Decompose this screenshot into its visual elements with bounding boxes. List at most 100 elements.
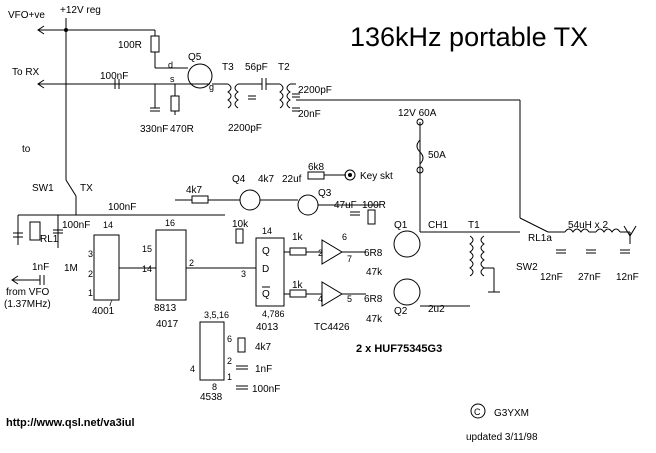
vfo-ve-label: VFO+ve bbox=[8, 10, 45, 21]
terminal-icon bbox=[416, 166, 424, 174]
resistor-100r bbox=[150, 35, 160, 53]
pin-label: 7 bbox=[347, 254, 352, 264]
t1-primary-coil-icon bbox=[469, 235, 474, 277]
junction-dot bbox=[64, 28, 68, 32]
sw1-label: SW1 bbox=[32, 183, 54, 194]
r1ka-label: 1k bbox=[292, 232, 304, 243]
driver-buffer-a-icon bbox=[321, 239, 343, 265]
resistor-4k7 bbox=[191, 195, 209, 204]
q2-mosfet-icon bbox=[393, 278, 421, 306]
supply-rail-section: VFO+ve +12V reg To RX to SW1 TX bbox=[8, 5, 210, 215]
q5-transistor-icon bbox=[187, 63, 213, 89]
pin-label: 5 bbox=[347, 294, 352, 304]
counter-4017-section: 8813 4017 16 15 14 2 bbox=[119, 218, 240, 330]
supply-label: 12V 60A bbox=[398, 108, 437, 119]
author-label: G3YXM bbox=[494, 408, 529, 419]
r47ka-label: 47k bbox=[366, 267, 383, 278]
q5-stage: 100R Q5 d s g 100nF 330nF 470R bbox=[100, 30, 228, 135]
q5-label: Q5 bbox=[188, 52, 202, 63]
chip-4017-label: 4017 bbox=[156, 319, 179, 330]
r4k7c-label: 4k7 bbox=[255, 342, 272, 353]
from-vfo-label: from VFO bbox=[6, 287, 50, 298]
chip-4017-body bbox=[155, 229, 187, 301]
vfo-input-arrow-icon bbox=[11, 275, 19, 285]
r1kb-label: 1k bbox=[292, 280, 304, 291]
c22uf-label: 22uf bbox=[282, 174, 302, 185]
chip-4013-body bbox=[255, 237, 285, 307]
resistor-100r-b bbox=[367, 209, 376, 225]
r6r8a-label: 6R8 bbox=[364, 248, 383, 259]
pin-label: 4 bbox=[318, 294, 323, 304]
copyright-icon bbox=[470, 403, 486, 419]
schematic-title: 136kHz portable TX bbox=[350, 22, 588, 52]
c100nfb-label: 100nF bbox=[252, 384, 280, 395]
r10k-label: 10k bbox=[232, 219, 249, 230]
chip-4538-body bbox=[199, 321, 225, 381]
monostable-4538-section: 4538 3,5,16 6 4 2 1 8 4k7 1nF 100nF bbox=[190, 310, 280, 403]
q5-d-label: d bbox=[168, 60, 173, 70]
updated-label: updated 3/11/98 bbox=[466, 432, 538, 443]
chip-4538-label: 4538 bbox=[200, 392, 223, 403]
q1-label: Q1 bbox=[394, 220, 408, 231]
q4-label: Q4 bbox=[232, 174, 246, 185]
pin-label: 4,786 bbox=[262, 309, 285, 319]
t2-label: T2 bbox=[278, 62, 290, 73]
chip-4013-label: 4013 bbox=[256, 322, 279, 333]
pin-label: 6 bbox=[227, 334, 232, 344]
key-socket-icon bbox=[344, 169, 356, 181]
pin-label: 6 bbox=[342, 232, 347, 242]
pin-label: 3,5,16 bbox=[204, 310, 229, 320]
q4-transistor-icon bbox=[239, 189, 261, 211]
ch1-label: CH1 bbox=[428, 220, 448, 231]
rx-arrow-icon bbox=[37, 79, 45, 89]
chip-tc4426-label: TC4426 bbox=[314, 322, 350, 333]
key-skt-label: Key skt bbox=[360, 171, 393, 182]
pin-label: 2 bbox=[88, 269, 93, 279]
d-input-label: D bbox=[262, 264, 269, 275]
c12nfb-label: 12nF bbox=[616, 272, 639, 283]
r47kb-label: 47k bbox=[366, 314, 383, 325]
pin-label: 2 bbox=[227, 356, 232, 366]
r100r-label: 100R bbox=[118, 40, 142, 51]
resistor-1k-b bbox=[289, 289, 307, 298]
pin-label: 8 bbox=[212, 382, 217, 392]
antenna-icon bbox=[623, 225, 637, 237]
resistor-4k7-c bbox=[237, 337, 246, 353]
pin-label: 1 bbox=[227, 372, 232, 382]
driver-tc4426-section: 2 6 7 4 5 TC4426 6R8 6R8 47k 47k bbox=[306, 232, 383, 333]
vfo-arrow-icon bbox=[37, 25, 45, 35]
reg-label: +12V reg bbox=[60, 5, 101, 16]
mosfet-note: 2 x HUF75345G3 bbox=[356, 343, 442, 355]
pin-label: 2 bbox=[318, 248, 323, 258]
output-stage-section: 12V 60A 50A Q1 Q2 CH1 T1 2u2 SW2 bbox=[393, 108, 538, 317]
pin-label: 1 bbox=[88, 288, 93, 298]
input-section: RL1 100nF 100nF 1nF 1M from VFO (1.37MHz… bbox=[4, 202, 225, 317]
pin-label: 7 bbox=[108, 298, 113, 308]
flipflop-4013-section: 10k 14 3 Q D Q 4,786 4013 1k 1k bbox=[232, 219, 307, 333]
chip-4001-body bbox=[93, 234, 120, 301]
t3-coil-icon bbox=[227, 83, 232, 109]
c2200pf-b-label: 2200pF bbox=[228, 123, 262, 134]
pin-label: 14 bbox=[103, 220, 113, 230]
rl1-label: RL1 bbox=[40, 234, 59, 245]
c2200pf-a-label: 2200pF bbox=[298, 85, 332, 96]
pin-label: 4 bbox=[190, 364, 195, 374]
sw2-label: SW2 bbox=[516, 262, 538, 273]
copyright-symbol: C bbox=[474, 407, 481, 417]
c56pf-label: 56pF bbox=[245, 62, 268, 73]
r1m-label: 1M bbox=[64, 263, 78, 274]
q5-s-label: s bbox=[170, 74, 175, 84]
output-filter-section: RL1a 54uH x 2 12nF 27nF 12nF bbox=[519, 217, 639, 283]
fuse-50a-label: 50A bbox=[428, 150, 446, 161]
c1nfb-label: 1nF bbox=[255, 364, 272, 375]
r4k7a-label: 4k7 bbox=[186, 185, 203, 196]
q1-mosfet-icon bbox=[393, 230, 421, 258]
q5-g-label: g bbox=[209, 82, 214, 92]
pin-label: 16 bbox=[165, 218, 175, 228]
relay-contact bbox=[519, 217, 549, 233]
source-url: http://www.qsl.net/va3iul bbox=[6, 417, 135, 429]
resistor-6k8 bbox=[307, 171, 325, 180]
relay-rl1-coil bbox=[29, 221, 41, 241]
t2-coil-icon bbox=[279, 83, 284, 109]
